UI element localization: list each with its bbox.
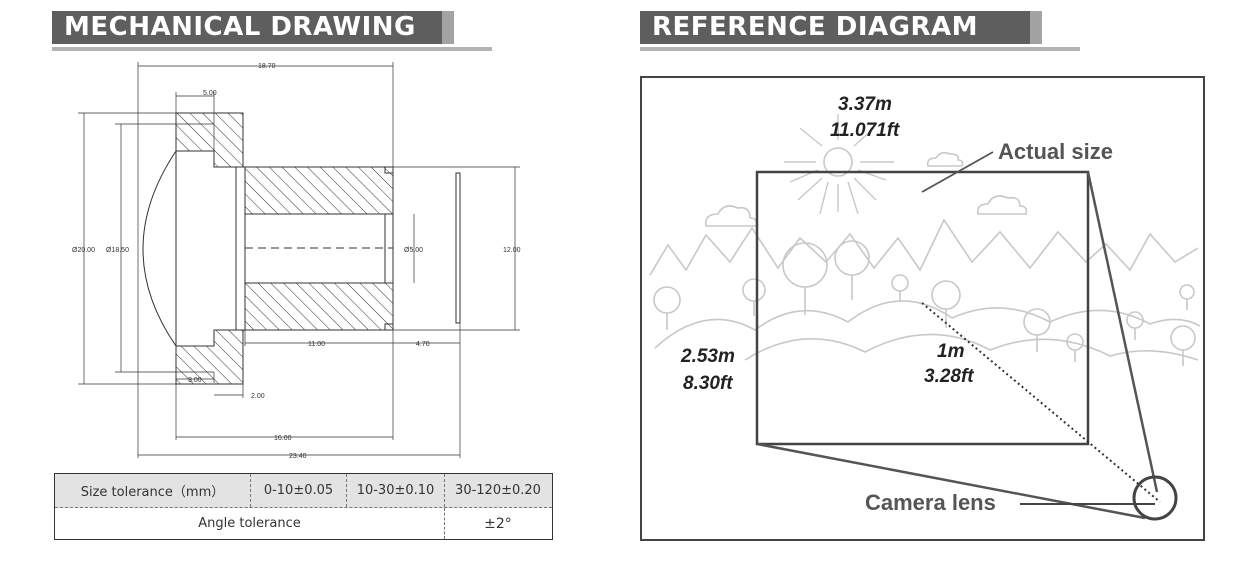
dim-inner-dia: Ø18.50 xyxy=(106,247,129,254)
dim-height: 12.00 xyxy=(503,247,521,254)
lens-mechanical-drawing: 18.70 5.00 Ø20.00 Ø18.50 Ø5.00 12.00 11.… xyxy=(72,62,521,460)
dim-step: 3.00 xyxy=(188,377,202,384)
title-accent xyxy=(1030,11,1042,44)
angle-tolerance-row: Angle tolerance ±2° xyxy=(55,508,552,539)
dim-rear-len: 4.70 xyxy=(416,341,430,348)
width-feet: 11.071ft xyxy=(830,120,900,141)
size-range-2: 10-30±0.10 xyxy=(346,474,444,507)
angle-tolerance-label: Angle tolerance xyxy=(198,516,301,531)
size-range-1: 0-10±0.05 xyxy=(250,474,346,507)
dim-gap: 2.00 xyxy=(251,393,265,400)
dim-mid-len: 16.00 xyxy=(274,435,292,442)
actual-size-pointer xyxy=(921,151,994,193)
actual-size-frame xyxy=(755,170,1090,446)
height-feet: 8.30ft xyxy=(683,373,733,394)
size-tolerance-row: Size tolerance（mm） 0-10±0.05 10-30±0.10 … xyxy=(55,474,552,508)
dim-bore-dia: Ø5.00 xyxy=(404,247,423,254)
mechanical-drawing-title: MECHANICAL DRAWING xyxy=(52,11,442,44)
actual-size-label: Actual size xyxy=(998,139,1113,164)
distance-meters: 1m xyxy=(937,341,965,362)
landscape-illustration xyxy=(649,114,1201,366)
dim-total-len: 23.40 xyxy=(289,453,307,460)
distance-feet: 3.28ft xyxy=(924,366,974,387)
title-underline xyxy=(640,47,1080,51)
height-meters: 2.53m xyxy=(680,346,735,367)
lens-dome xyxy=(142,150,177,347)
dim-barrel-len: 11.00 xyxy=(308,341,325,348)
distance-line xyxy=(921,302,1161,503)
dim-top-width: 18.70 xyxy=(258,63,276,70)
title-accent xyxy=(442,11,454,44)
size-range-3: 30-120±0.20 xyxy=(444,474,551,507)
dim-outer-dia: Ø20.00 xyxy=(72,247,95,254)
width-meters: 3.37m xyxy=(838,94,892,115)
barrel-top xyxy=(244,166,394,215)
tolerance-table: Size tolerance（mm） 0-10±0.05 10-30±0.10 … xyxy=(54,473,553,540)
camera-lens-label: Camera lens xyxy=(865,490,996,515)
reference-diagram-title: REFERENCE DIAGRAM xyxy=(640,11,1030,44)
diagram-frame xyxy=(640,76,1205,541)
size-tolerance-label: Size tolerance（mm） xyxy=(80,485,225,500)
title-underline xyxy=(52,47,492,51)
camera-lens-icon xyxy=(1132,475,1178,521)
dim-flange: 5.00 xyxy=(203,90,217,97)
angle-tolerance-value: ±2° xyxy=(444,508,551,539)
